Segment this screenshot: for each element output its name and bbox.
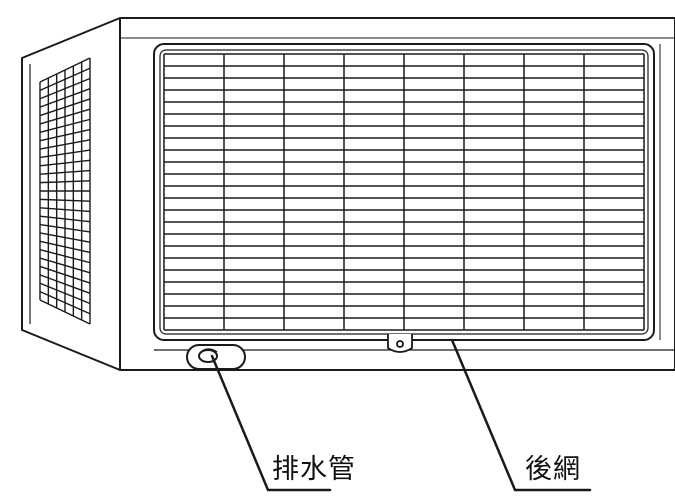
side-vent-slat [39,207,91,213]
side-vent-slat [39,240,91,254]
leader-lines [210,338,592,492]
side-vent-slat [39,215,91,223]
side-vent-slat [39,139,91,150]
side-vent-slat [39,67,91,92]
side-vent-slat [39,282,91,305]
side-vent-slat [39,249,91,264]
side-panel [21,17,121,371]
rear-grille-leader [450,338,592,492]
side-vent-slat [39,149,91,159]
side-vent-slat [39,128,91,142]
side-vent-slat [39,88,91,108]
side-vent-slat [39,223,91,233]
side-vent-slat [39,265,91,284]
side-vent-slat [39,274,91,294]
side-vent-slat [39,77,91,100]
drain-pipe-leader [210,354,332,492]
side-vent-slat [39,57,91,83]
side-vent-slat [39,118,91,133]
unit-body [119,17,675,371]
clip-icon [387,334,413,353]
rear-grille-mesh [163,53,645,331]
side-vent-slat [39,180,91,184]
side-vent-slat [39,98,91,117]
rear-grille-label: 後網 [525,454,581,485]
side-vent-grille [39,57,91,325]
side-vent-slat [39,198,91,202]
side-vent-slat [39,232,91,243]
side-vent-slat [39,108,91,125]
side-vent-slat [39,159,91,167]
drain-pipe-label: 排水管 [272,454,356,485]
side-vent-slat [39,257,91,274]
side-vent-slat [39,169,91,175]
side-vent-slat [39,299,91,325]
side-vent-slat [39,290,91,315]
